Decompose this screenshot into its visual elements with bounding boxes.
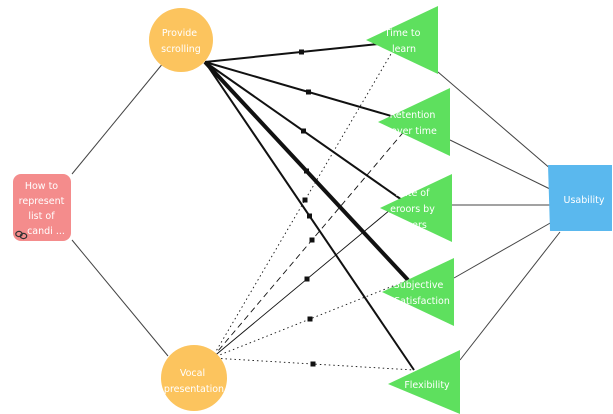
option-vocal-line1: Vocal: [180, 368, 205, 379]
option-scrolling-line2: scrolling: [161, 44, 201, 55]
link-midpoint-marker[interactable]: [310, 361, 316, 367]
structural-edges: [71, 61, 561, 361]
criterion-satisfaction-line2: Satisfaction: [394, 296, 450, 307]
option-scrolling-line1: Provide: [162, 28, 197, 39]
criterion-errors-line3: users: [401, 220, 427, 231]
svg-text:Rate of eroors by: Rate of eroors by users: [390, 188, 438, 231]
option-node-scrolling[interactable]: Provide scrolling: [149, 8, 213, 72]
svg-text:Subjective Satisfaction: Subjective Satisfaction: [394, 280, 450, 307]
edge-question-scrolling: [71, 61, 165, 175]
criterion-retention-line1: Retention: [390, 110, 436, 121]
question-label-line3: list of: [28, 211, 55, 222]
link-midpoint-marker[interactable]: [307, 316, 313, 322]
criterion-node-time[interactable]: Time to learn: [366, 6, 438, 74]
criterion-errors-line1: Rate of: [396, 188, 431, 199]
criterion-shape-retention: [378, 88, 450, 156]
goal-node-usability[interactable]: Usability: [548, 165, 612, 231]
link-midpoint-marker[interactable]: [299, 49, 304, 55]
svg-text:Usability: Usability: [563, 195, 604, 206]
option-circle-scrolling: [149, 8, 213, 72]
criterion-node-retention[interactable]: Retention over time: [378, 88, 450, 156]
criterion-shape-time: [366, 6, 438, 74]
svg-text:Time to learn: Time to learn: [384, 28, 424, 55]
goal-usability-label: Usability: [563, 195, 604, 206]
criterion-retention-line2: over time: [391, 126, 437, 137]
svg-text:How to represent l: How to represent list of candi ...: [19, 181, 68, 237]
link-midpoint-marker[interactable]: [309, 237, 315, 243]
question-label-line2: represent: [19, 196, 65, 207]
criterion-node-errors[interactable]: Rate of eroors by users: [380, 174, 452, 242]
link-midpoint-marker[interactable]: [301, 128, 306, 134]
criterion-node-satisfaction[interactable]: Subjective Satisfaction: [382, 258, 454, 326]
criterion-time-line1: Time to: [384, 28, 421, 39]
svg-text:Retention over time: Retention over time: [390, 110, 439, 137]
edge-flexibility-usability: [459, 231, 561, 361]
criterion-satisfaction-line1: Subjective: [394, 280, 444, 291]
criterion-shape-satisfaction: [382, 258, 454, 326]
criterion-errors-line2: eroors by: [390, 204, 435, 215]
edge-retention-usability: [449, 139, 553, 191]
link-midpoint-marker[interactable]: [304, 276, 310, 282]
criterion-shape-errors: [380, 174, 452, 242]
option-vocal-line2: presentation: [164, 384, 224, 395]
option-circle-vocal: [161, 345, 227, 411]
svg-text:Vocal presentation: Vocal presentation: [164, 368, 224, 395]
criterion-time-line2: learn: [392, 44, 416, 55]
question-label-line1: How to: [25, 181, 58, 192]
link-midpoint-marker[interactable]: [306, 89, 311, 95]
link-midpoint-marker[interactable]: [304, 168, 309, 174]
link-icon: [15, 230, 28, 240]
question-box: [13, 174, 71, 241]
link-vocal-satisfaction[interactable]: [211, 279, 409, 359]
link-midpoint-marker[interactable]: [307, 213, 312, 219]
assessment-links: [203, 41, 415, 371]
link-midpoint-marker[interactable]: [302, 197, 308, 203]
svg-text:Flexibility: Flexibility: [404, 380, 450, 391]
criterion-shape-flexibility: [388, 350, 460, 414]
criterion-flexibility-line1: Flexibility: [404, 380, 450, 391]
edge-time-usability: [437, 71, 553, 171]
option-node-vocal[interactable]: Vocal presentation: [161, 345, 227, 411]
criterion-node-flexibility[interactable]: Flexibility: [388, 350, 460, 414]
question-node[interactable]: How to represent list of candi ...: [13, 174, 71, 241]
question-label-line4: candi ...: [27, 226, 65, 237]
svg-text:Provide scrolling: Provide scrolling: [161, 28, 201, 55]
edge-satisfaction-usability: [453, 221, 553, 279]
edge-question-vocal: [71, 239, 169, 357]
